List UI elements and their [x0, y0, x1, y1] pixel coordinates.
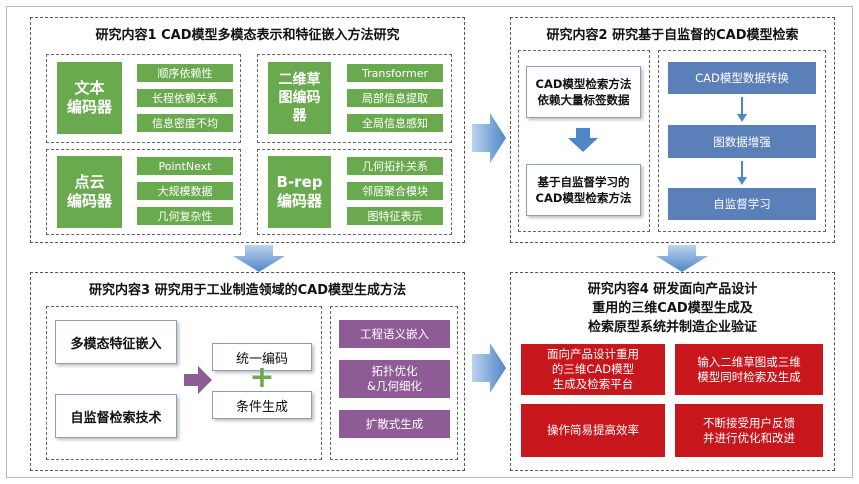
pointcloud-encoder-tag-1: PointNext: [137, 157, 233, 175]
panel4-title: 研究内容4 研发面向产品设计 重用的三维CAD模型生成及 检索原型系统并制造企业…: [587, 282, 758, 335]
arrow-down-icon: [233, 245, 285, 272]
outer-frame: [6, 6, 853, 478]
brep-encoder-label: B-rep 编码器: [268, 156, 331, 228]
sketch-encoder-group: [257, 54, 452, 143]
brep-encoder-tag-3: 图特征表示: [347, 207, 443, 225]
sketch-encoder-tag-1: Transformer: [347, 64, 443, 82]
diffusion-generation: 扩散式生成: [339, 410, 450, 438]
panel2-problem-box: CAD模型检索方法 依赖大量标签数据: [526, 66, 641, 118]
topology-optimization-refinement: 拓扑优化 &几何细化: [339, 360, 450, 398]
panel3-purple-group: [330, 306, 458, 460]
arrow-right-icon: [472, 113, 506, 163]
panel3-inputs-group: [46, 306, 322, 460]
arrow-right-icon: [472, 343, 506, 393]
step-data-conversion: CAD模型数据转换: [668, 62, 816, 94]
arrow-right-icon: [184, 366, 212, 394]
arrow-down-icon: [568, 128, 598, 152]
panel2-steps-group: [658, 50, 826, 232]
sketch-encoder-tag-3: 全局信息感知: [347, 114, 443, 132]
multimodal-embedding-box: 多模态特征嵌入: [55, 320, 177, 364]
pointcloud-encoder-tag-3: 几何复杂性: [137, 207, 233, 225]
text-encoder-tag-1: 顺序依赖性: [137, 64, 233, 82]
conditional-generation-box: 条件生成: [212, 391, 312, 419]
text-encoder-tag-3: 信息密度不均: [137, 114, 233, 132]
sketch-input-box: 输入二维草图或三维 模型同时检索及生成: [675, 344, 823, 395]
panel1-title: 研究内容1 CAD模型多模态表示和特征嵌入方法研究: [95, 28, 400, 43]
sketch-encoder-label: 二维草 图编码 器: [268, 62, 331, 134]
step-graph-augmentation: 图数据增强: [668, 125, 816, 158]
arrow-down-icon: [656, 245, 708, 272]
self-supervised-retrieval-box: 自监督检索技术: [55, 394, 177, 438]
sketch-encoder-tag-2: 局部信息提取: [347, 89, 443, 107]
step-self-supervised-learning: 自监督学习: [668, 188, 816, 220]
platform-box: 面向产品设计重用 的三维CAD模型 生成及检索平台: [521, 344, 665, 395]
user-feedback-box: 不断接受用户反馈 并进行优化和改进: [675, 404, 823, 457]
pointcloud-encoder-group: [46, 149, 241, 235]
unified-encoding-box: 统一编码: [212, 343, 312, 371]
pointcloud-encoder-tag-2: 大规模数据: [137, 182, 233, 200]
brep-encoder-group: [257, 149, 452, 235]
panel2-title: 研究内容2 研究基于自监督的CAD模型检索: [546, 28, 799, 43]
pointcloud-encoder-label: 点云 编码器: [57, 156, 122, 228]
plus-sign: +: [249, 360, 275, 395]
ease-of-use-box: 操作简易提高效率: [521, 404, 665, 457]
text-encoder-tag-2: 长程依赖关系: [137, 89, 233, 107]
engineering-semantic-embedding: 工程语义嵌入: [339, 320, 450, 348]
text-encoder-label: 文本 编码器: [57, 62, 122, 134]
panel2-left-group: [518, 50, 650, 232]
text-encoder-group: [46, 54, 241, 143]
panel2-method-box: 基于自监督学习的 CAD模型检索方法: [526, 164, 641, 216]
panel3-title: 研究内容3 研究用于工业制造领域的CAD模型生成方法: [89, 283, 406, 298]
brep-encoder-tag-2: 邻居聚合模块: [347, 182, 443, 200]
brep-encoder-tag-1: 几何拓扑关系: [347, 157, 443, 175]
